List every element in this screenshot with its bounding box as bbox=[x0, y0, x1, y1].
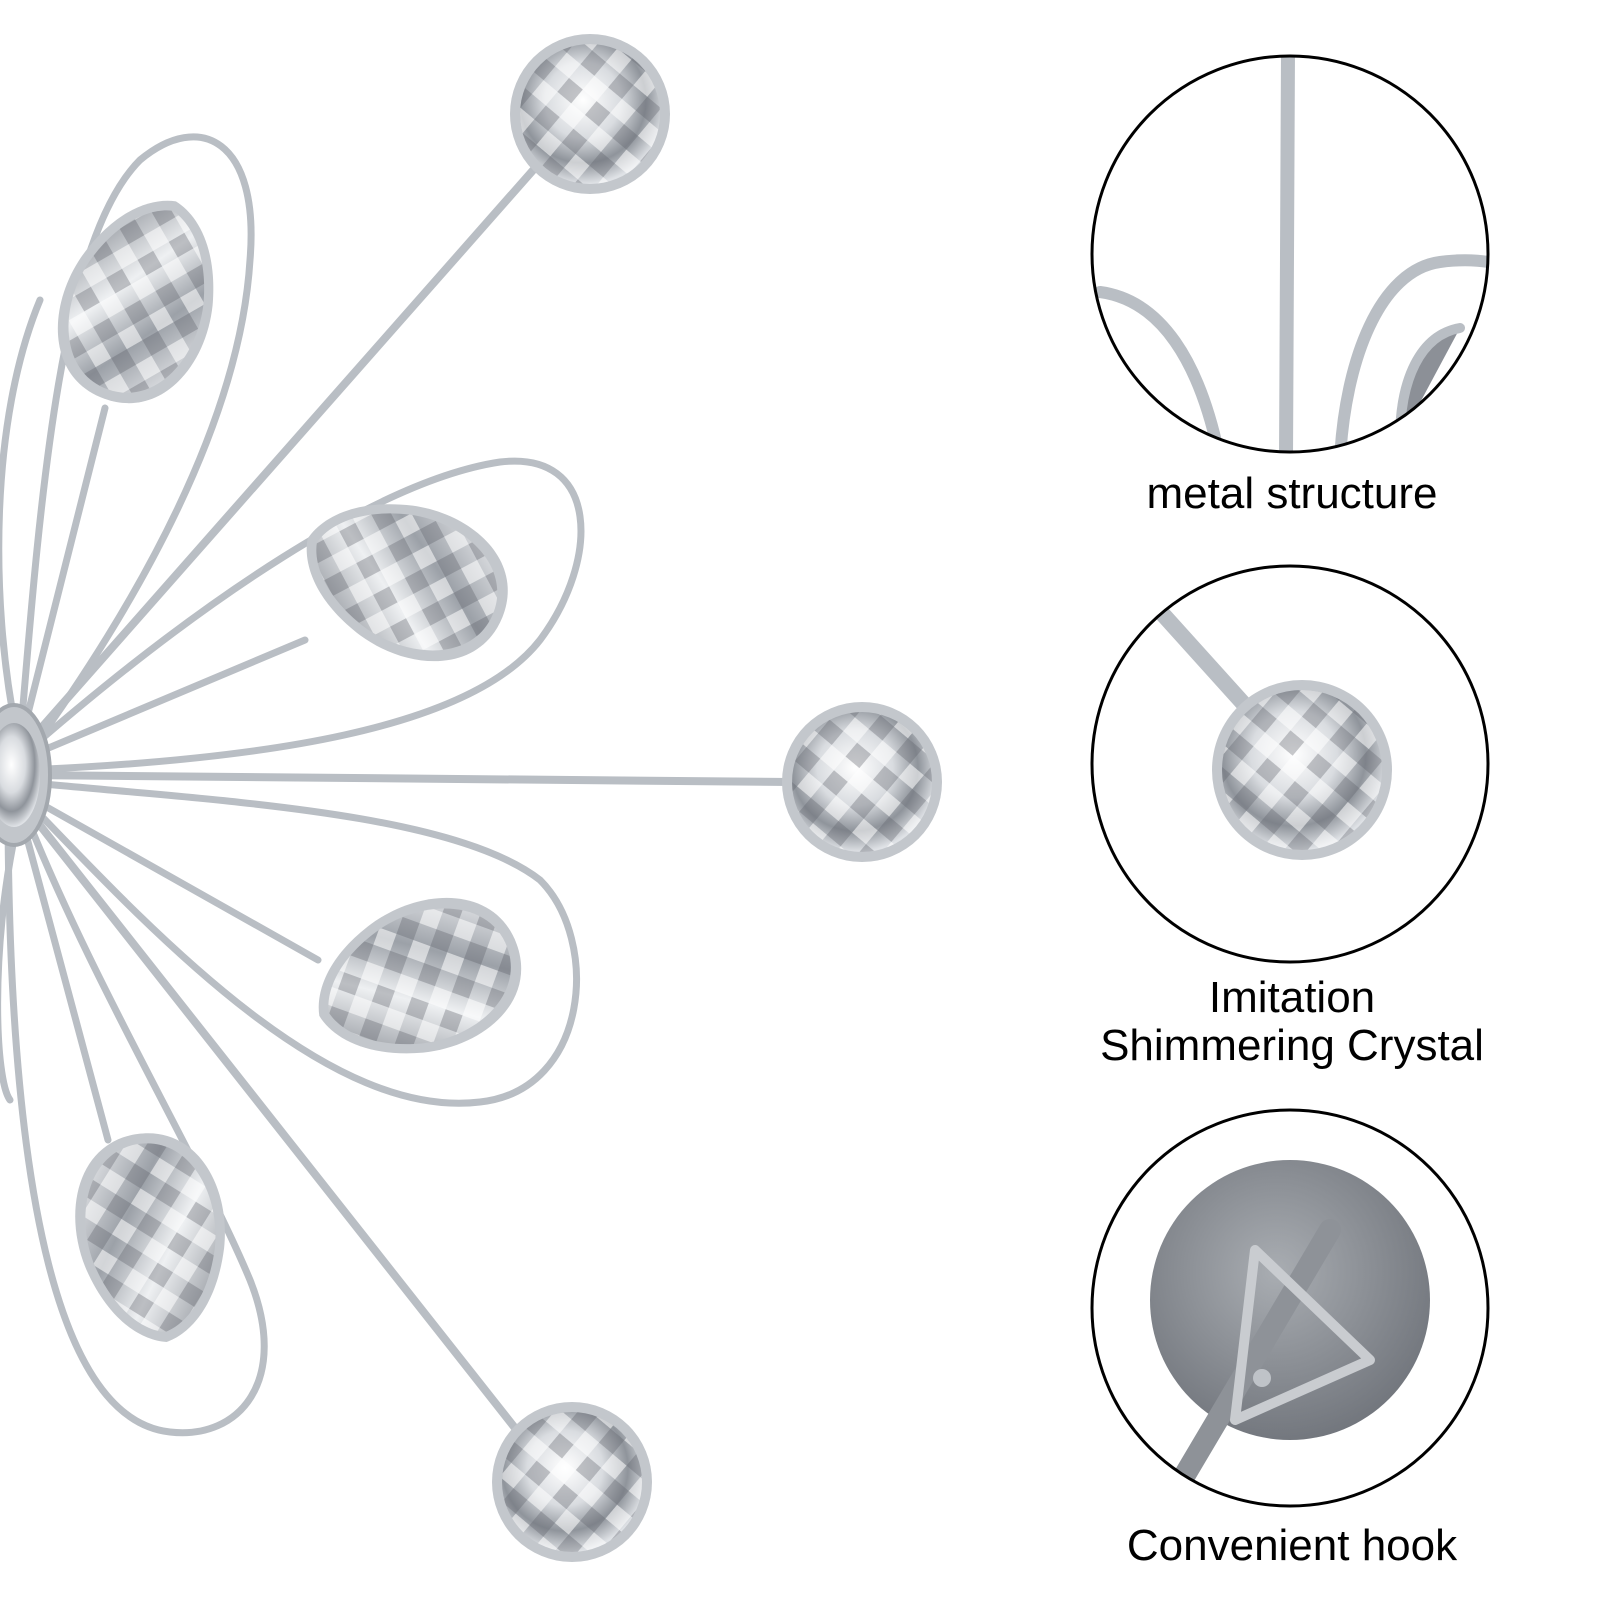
round-crystal-middle bbox=[782, 702, 942, 862]
crystal-gem-detail-icon bbox=[1090, 564, 1490, 964]
metal-wire-detail-icon bbox=[1090, 54, 1490, 454]
center-crystal bbox=[0, 703, 52, 847]
round-crystal-bottom bbox=[492, 1402, 652, 1562]
teardrop-crystal-1 bbox=[57, 200, 214, 404]
hook-caption: Convenient hook bbox=[1126, 1521, 1458, 1570]
hanging-hook-detail-icon bbox=[1090, 1108, 1490, 1508]
crystal-caption: Imitation Shimmering Crystal bbox=[1032, 974, 1552, 1070]
teardrop-crystal-3 bbox=[318, 897, 522, 1054]
teardrop-crystal-2 bbox=[306, 504, 508, 662]
crystal-caption-line-2: Shimmering Crystal bbox=[1100, 1021, 1484, 1070]
teardrop-crystal-4 bbox=[75, 1133, 225, 1342]
metal-structure-caption: metal structure bbox=[1146, 469, 1438, 518]
round-crystal-top bbox=[510, 34, 670, 194]
crystal-caption-line-1: Imitation bbox=[1208, 973, 1376, 1022]
metal-flower-wall-art bbox=[0, 133, 794, 1437]
